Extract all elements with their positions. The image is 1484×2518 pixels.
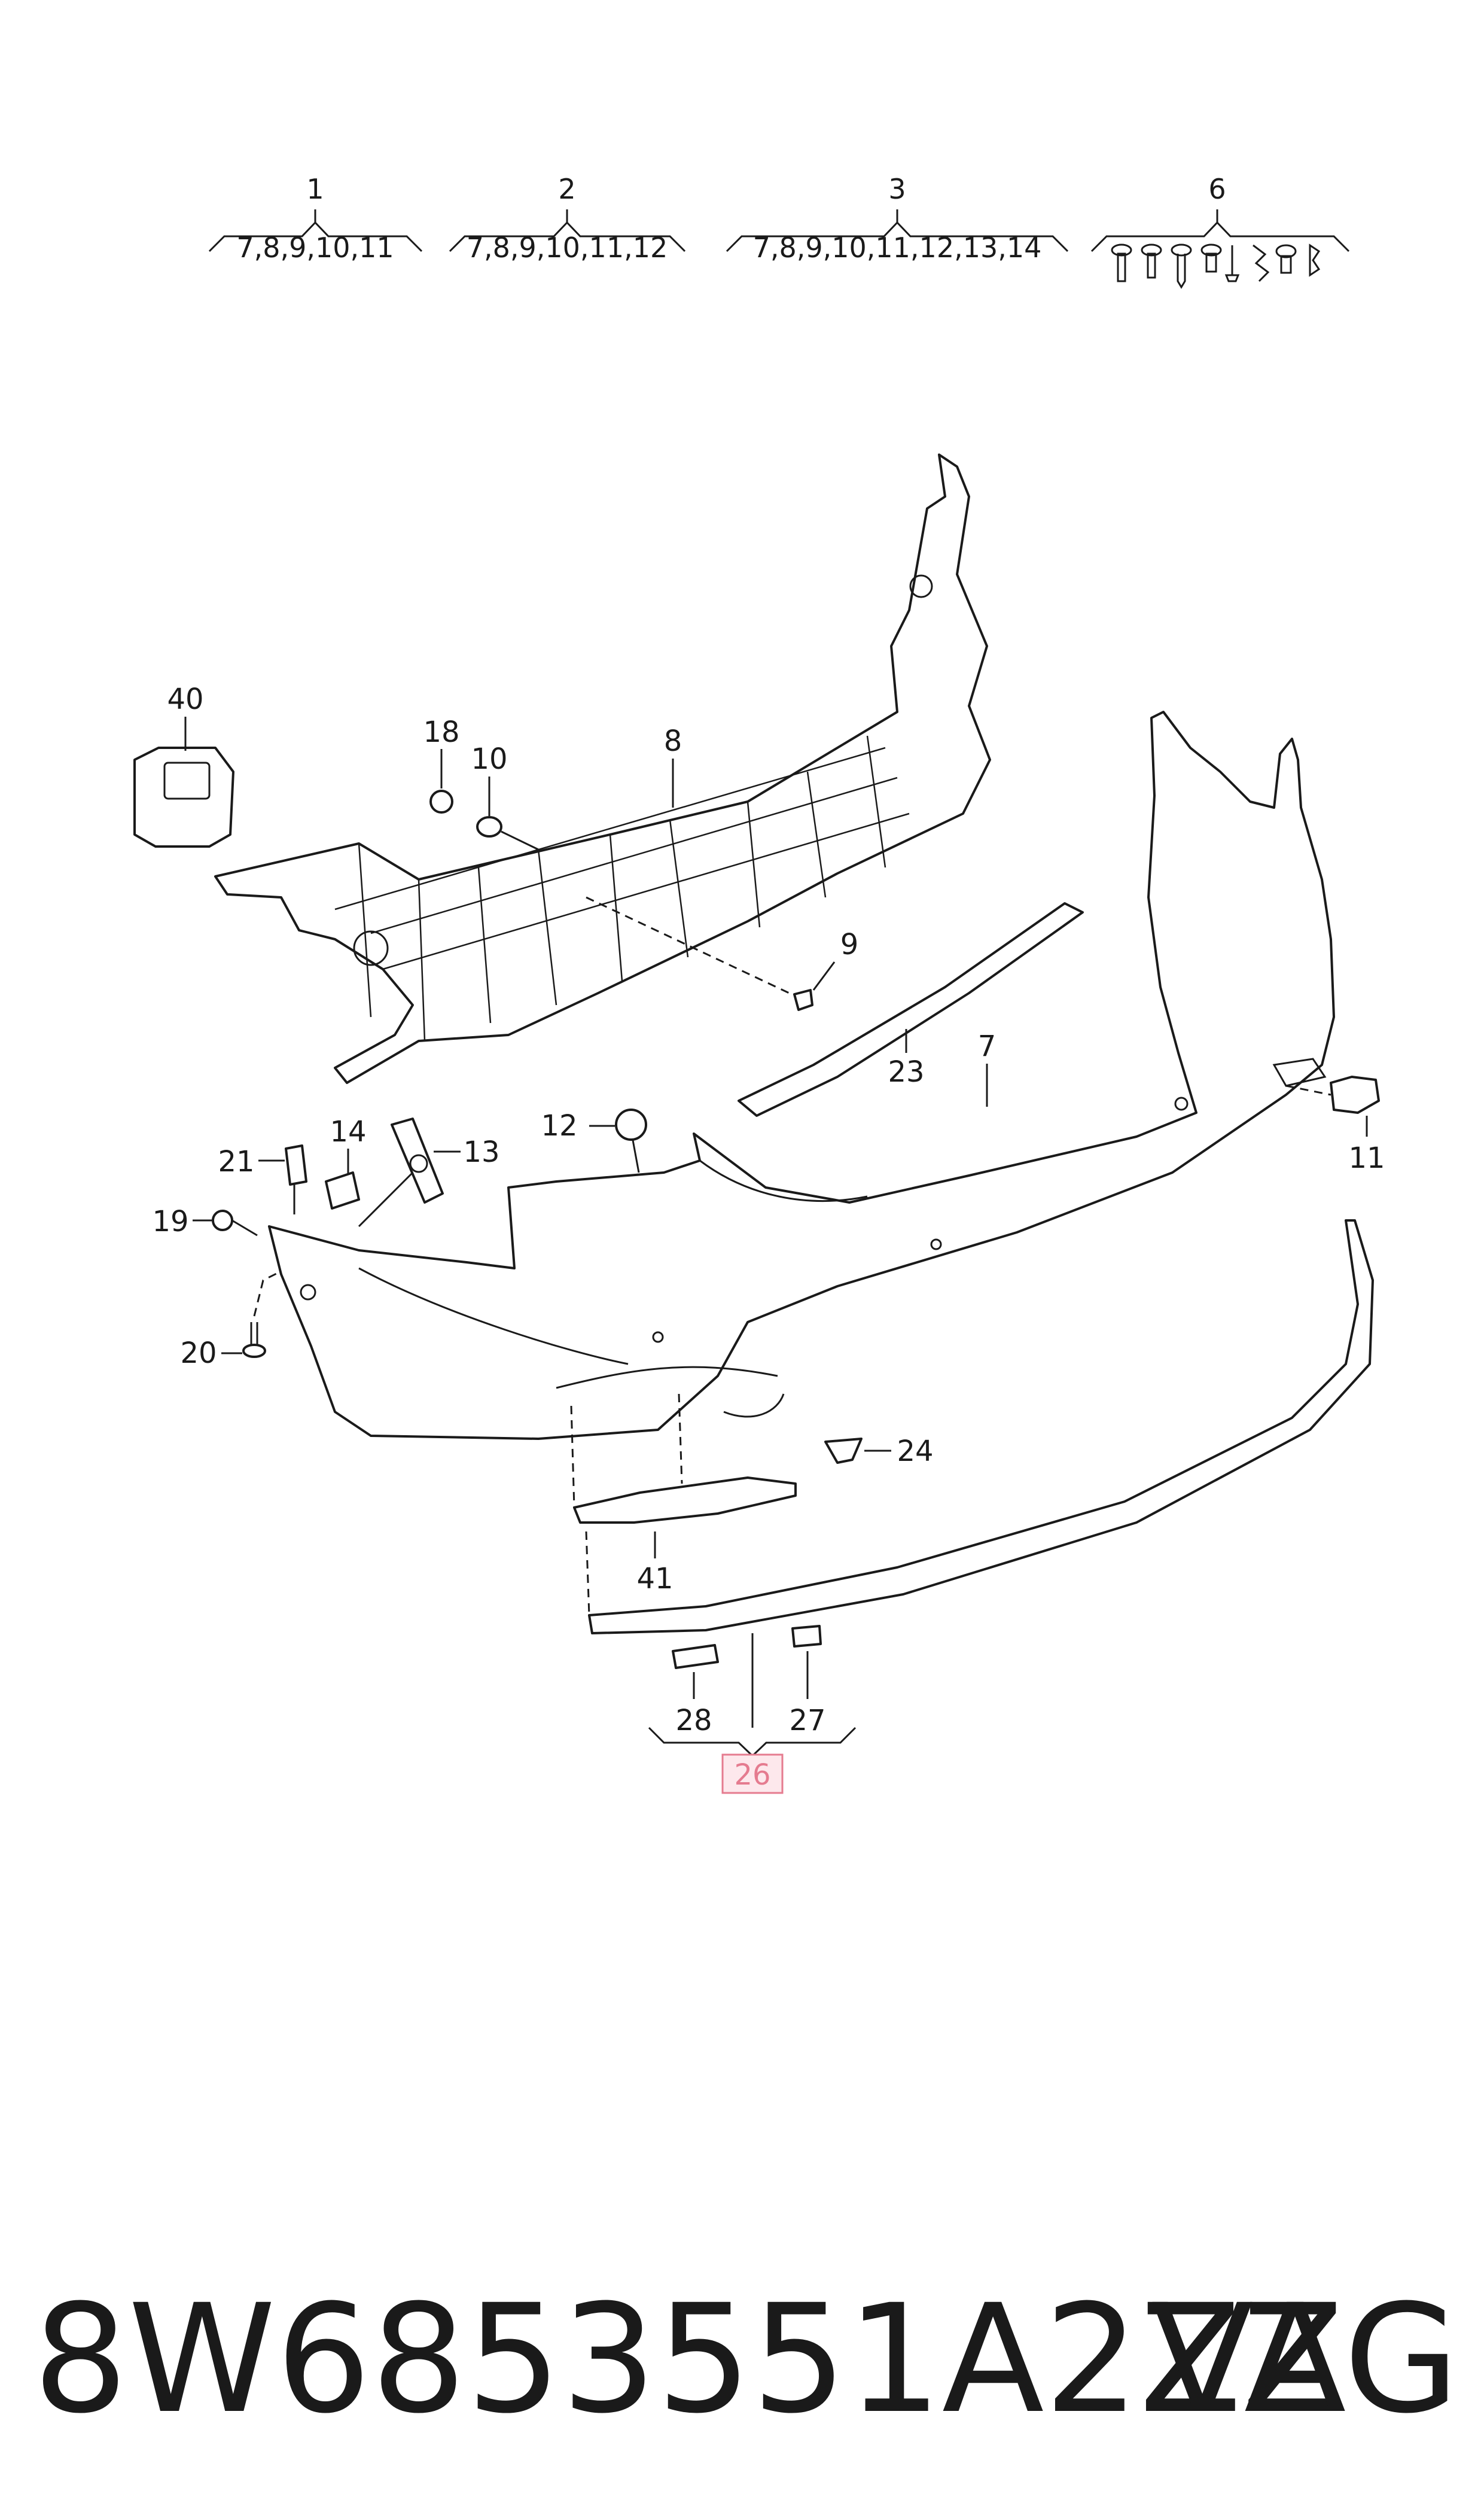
clip-part-28[interactable]: 28 [672,1644,719,1737]
callout-18: 18 [423,715,459,749]
highlight-box [721,1753,784,1794]
callout-41: 41 [636,1562,673,1596]
callout-14: 14 [330,1115,366,1149]
diffuser-part-26[interactable] [585,1219,1374,1634]
group-6[interactable]: 6 [1090,173,1350,289]
group-number: 1 [306,173,324,205]
callout-12: 12 [541,1109,577,1143]
sensor-bracket-part-40[interactable]: 40 [133,683,234,848]
group-2[interactable]: 2 7,8,9,10,11,12 [449,173,686,264]
clip-part-10[interactable]: 10 [471,742,539,851]
trim-strip-part-41[interactable]: 41 [570,1393,797,1596]
fastener-set-icon [1111,243,1321,289]
callout-13: 13 [463,1135,499,1169]
clip-part-21[interactable]: 21 [218,1144,307,1214]
group-1[interactable]: 1 7,8,9,10,11 [208,173,423,264]
callout-8: 8 [664,724,682,758]
callout-40: 40 [167,683,203,716]
callout-10: 10 [471,742,507,776]
bracket-part-13[interactable]: 13 [358,1118,500,1228]
callout-7: 7 [978,1030,997,1063]
callout-20: 20 [180,1336,217,1370]
clip-part-27[interactable]: 27 [789,1625,826,1737]
group-number: 3 [888,173,906,205]
part-number: 8W6853551A2ZZ [33,2272,1344,2446]
group-contents: 7,8,9,10,11,12,13,14 [753,232,1042,264]
nut-part-18[interactable]: 18 [423,715,460,814]
callout-27: 27 [789,1704,825,1737]
group-number: 6 [1208,173,1226,205]
clip-part-9[interactable]: 9 [586,896,859,1011]
callout-28: 28 [675,1704,712,1737]
callout-19: 19 [152,1205,188,1238]
callout-26: 26 [734,1758,770,1792]
screw-part-20[interactable]: 20 [180,1270,282,1370]
clip-part-24[interactable]: 24 [824,1435,934,1468]
callout-11: 11 [1348,1141,1385,1175]
carrier-bracket-part-8[interactable] [214,453,991,1084]
grommet-part-12[interactable]: 12 [541,1109,647,1173]
bumper-cover-part-7[interactable]: 7 [268,711,1335,1440]
group-3[interactable]: 3 7,8,9,10,11,12,13,14 [726,173,1069,264]
group-contents: 7,8,9,10,11 [236,232,394,264]
group-contents: 7,8,9,10,11,12 [467,232,668,264]
callout-24: 24 [897,1435,933,1468]
brand-label: VAG [1151,2272,1459,2446]
screw-part-19[interactable]: 19 [152,1205,258,1238]
callout-9: 9 [840,928,859,961]
guide-strip-part-23[interactable]: 23 [738,902,1084,1117]
callout-21: 21 [218,1145,254,1179]
clip-part-14[interactable]: 14 [325,1115,367,1210]
callout-23: 23 [888,1055,924,1089]
callout-26-highlighted[interactable]: 26 [721,1753,784,1794]
cap-part-11[interactable]: 11 [1285,1076,1385,1175]
group-number: 2 [558,173,575,205]
